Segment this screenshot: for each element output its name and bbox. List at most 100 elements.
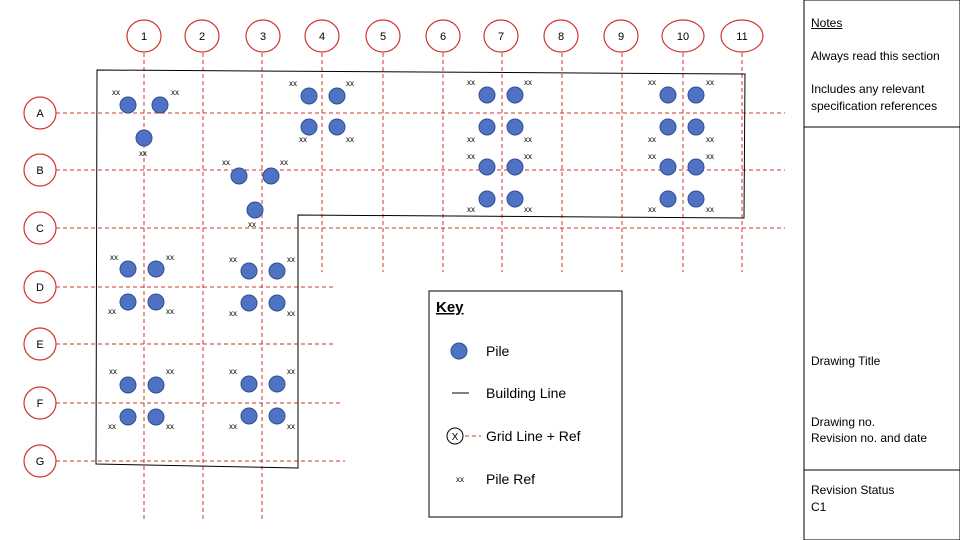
drawing-number: Drawing no. bbox=[811, 415, 876, 429]
grid-bubble-col-11 bbox=[720, 19, 764, 53]
pile-25 bbox=[262, 167, 280, 185]
key-pile-symbol bbox=[450, 342, 468, 360]
pile-26 bbox=[246, 201, 264, 219]
pile-21 bbox=[687, 158, 705, 176]
pile-16 bbox=[659, 86, 677, 104]
grid-label-col-4: 4 bbox=[319, 31, 325, 43]
grid-label-col-11: 11 bbox=[736, 31, 747, 43]
notes-line-2: Includes any relevant bbox=[811, 82, 925, 96]
revision-status-code: C1 bbox=[811, 500, 827, 514]
pile-12 bbox=[478, 158, 496, 176]
pile-31 bbox=[240, 262, 258, 280]
pile-ref-label: xx bbox=[524, 135, 532, 144]
pile-8 bbox=[478, 86, 496, 104]
pile-40 bbox=[268, 375, 286, 393]
pile-28 bbox=[147, 260, 165, 278]
pile-ref-label: xx bbox=[229, 367, 237, 376]
grid-bubble-row-D bbox=[23, 270, 57, 304]
building-line bbox=[95, 69, 746, 469]
pile-6 bbox=[300, 118, 318, 136]
pile-ref-label: xx bbox=[706, 135, 714, 144]
pile-ref-label: xx bbox=[524, 205, 532, 214]
pile-ref-label: xx bbox=[166, 367, 174, 376]
key-label-building-line: Building Line bbox=[486, 385, 566, 401]
key-label-pile: Pile bbox=[486, 343, 510, 359]
grid-label-row-F: F bbox=[37, 398, 44, 410]
key-label-pile-ref: Pile Ref bbox=[486, 471, 535, 487]
pile-ref-label: xx bbox=[109, 367, 117, 376]
pile-39 bbox=[240, 375, 258, 393]
pile-9 bbox=[506, 86, 524, 104]
pile-19 bbox=[687, 118, 705, 136]
grid-label-row-B: B bbox=[36, 165, 43, 177]
pile-ref-label: xx bbox=[346, 135, 354, 144]
pile-ref-label: xx bbox=[467, 135, 475, 144]
piles bbox=[119, 86, 705, 426]
pile-ref-label: xx bbox=[648, 205, 656, 214]
pile-ref-label: xx bbox=[706, 78, 714, 87]
pile-ref-label: xx bbox=[467, 78, 475, 87]
pile-ref-label: xx bbox=[287, 367, 295, 376]
notes-line-3: specification references bbox=[811, 99, 938, 113]
pile-ref-label: xx bbox=[524, 78, 532, 87]
grid-label-row-A: A bbox=[36, 108, 44, 120]
pile-ref-label: xx bbox=[229, 422, 237, 431]
key-box bbox=[428, 290, 623, 518]
pile-ref-label: xx bbox=[166, 422, 174, 431]
pile-ref-label: xx bbox=[248, 220, 256, 229]
pile-13 bbox=[506, 158, 524, 176]
pile-ref-label: xx bbox=[346, 79, 354, 88]
pile-23 bbox=[687, 190, 705, 208]
pile-2 bbox=[151, 96, 169, 114]
pile-35 bbox=[119, 376, 137, 394]
key-pile-ref-symbol: xx bbox=[456, 475, 464, 484]
grid-bubble-col-10 bbox=[661, 19, 705, 53]
grid-bubble-row-C bbox=[23, 211, 57, 245]
pile-11 bbox=[506, 118, 524, 136]
grid-label-row-G: G bbox=[36, 456, 45, 468]
pile-42 bbox=[268, 407, 286, 425]
pile-ref-label: xx bbox=[166, 253, 174, 262]
grid-bubble-row-A bbox=[23, 96, 57, 130]
title-block-frame bbox=[803, 0, 960, 540]
pile-5 bbox=[328, 87, 346, 105]
grid-label-row-D: D bbox=[36, 282, 44, 294]
grid-bubble-row-F bbox=[23, 386, 57, 420]
pile-ref-label: xx bbox=[648, 78, 656, 87]
pile-ref-label: xx bbox=[648, 135, 656, 144]
pile-33 bbox=[240, 294, 258, 312]
pile-ref-label: xx bbox=[166, 307, 174, 316]
pile-ref-label: xx bbox=[139, 149, 147, 158]
pile-ref-label: xx bbox=[229, 255, 237, 264]
pile-20 bbox=[659, 158, 677, 176]
pile-27 bbox=[119, 260, 137, 278]
pile-ref-label: xx bbox=[171, 88, 179, 97]
grid-bubble-col-6 bbox=[425, 19, 461, 53]
grid-bubble-col-2 bbox=[184, 19, 220, 53]
pile-ref-label: xx bbox=[299, 135, 307, 144]
pile-ref-label: xx bbox=[467, 205, 475, 214]
revision-number-date: Revision no. and date bbox=[811, 431, 928, 445]
grid-label-col-7: 7 bbox=[498, 31, 504, 43]
grid-bubble-col-8 bbox=[543, 19, 579, 53]
pile-30 bbox=[147, 293, 165, 311]
grid-bubble-col-4 bbox=[304, 19, 340, 53]
pile-refs: xx xx xx xx xx xx xx xx xx xx xx xx xx xx xx xx xx xx xx xx… bbox=[108, 78, 714, 431]
grid-bubble-row-E bbox=[23, 327, 57, 361]
revision-status-label: Revision Status bbox=[811, 483, 895, 497]
notes-section: Notes Always read this section Includes … bbox=[804, 0, 960, 127]
key-label-grid-ref: Grid Line + Ref bbox=[486, 428, 581, 444]
grid-label-row-C: C bbox=[36, 223, 44, 235]
notes-heading: Notes bbox=[811, 16, 843, 30]
grid-label-col-1: 1 bbox=[141, 31, 147, 43]
pile-ref-label: xx bbox=[467, 152, 475, 161]
pile-17 bbox=[687, 86, 705, 104]
grid-bubble-col-1 bbox=[126, 19, 162, 53]
pile-36 bbox=[147, 376, 165, 394]
grid-bubble-row-G bbox=[23, 444, 57, 478]
grid-label-col-6: 6 bbox=[440, 31, 446, 43]
pile-38 bbox=[147, 408, 165, 426]
grid-label-col-10: 10 bbox=[677, 31, 689, 43]
